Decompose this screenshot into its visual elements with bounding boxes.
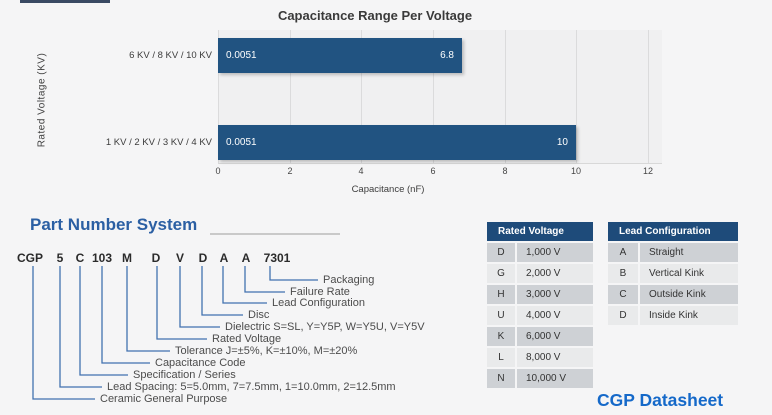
chart-category-label: 6 KV / 8 KV / 10 KV	[129, 50, 212, 61]
pn-field-label: Tolerance J=±5%, K=±10%, M=±20%	[175, 345, 358, 357]
pn-field-label: Specification / Series	[133, 369, 236, 381]
gridline	[290, 30, 291, 163]
table-header: Rated Voltage	[487, 222, 593, 241]
x-tick: 8	[502, 166, 508, 176]
pn-code: D	[198, 251, 208, 265]
gridline	[433, 30, 434, 163]
bar-6kv-8kv-10kv: 0.0051 6.8	[218, 38, 462, 73]
pn-field-label: Lead Spacing: 5=5.0mm, 7=7.5mm, 1=10.0mm…	[107, 381, 396, 393]
pn-code: 103	[91, 251, 113, 265]
chart-plot-area: 0.0051 6.8 0.0051 10	[218, 30, 662, 164]
table-cell: N	[487, 369, 515, 388]
table-cell: Vertical Kink	[640, 264, 738, 283]
table-cell: Straight	[640, 243, 738, 262]
pn-code: A	[219, 251, 229, 265]
bar-1kv-2kv-3kv-4kv: 0.0051 10	[218, 125, 576, 160]
table-cell: G	[487, 264, 515, 283]
pn-field-label: Capacitance Code	[155, 357, 246, 369]
table-cell: A	[608, 243, 638, 262]
bar-min-label: 0.0051	[226, 50, 257, 61]
pn-code: V	[175, 251, 185, 265]
pn-field-label: Failure Rate	[290, 286, 350, 298]
pn-field-label: Disc	[248, 309, 270, 321]
gridline	[361, 30, 362, 163]
table-cell: 6,000 V	[517, 327, 593, 346]
pn-field-label: Rated Voltage	[212, 333, 282, 345]
pn-field-label: Packaging	[323, 274, 375, 286]
x-tick: 2	[287, 166, 293, 176]
pn-code: C	[75, 251, 85, 265]
table-header: Lead Configuration	[608, 222, 738, 241]
x-tick: 12	[642, 166, 653, 176]
table-cell: 2,000 V	[517, 264, 593, 283]
bar-max-label: 6.8	[440, 50, 454, 61]
x-tick: 0	[215, 166, 221, 176]
callout-lines	[32, 266, 318, 400]
lead-configuration-table: Lead Configuration A Straight B Vertical…	[608, 222, 738, 325]
pn-code: 5	[56, 251, 64, 265]
x-tick: 4	[358, 166, 364, 176]
table-cell: Outside Kink	[640, 285, 738, 304]
gridline	[218, 30, 219, 163]
pn-code: A	[241, 251, 251, 265]
table-cell: K	[487, 327, 515, 346]
pn-code: M	[122, 251, 132, 265]
table-cell: D	[487, 243, 515, 262]
pn-code: D	[151, 251, 161, 265]
chart-category-label: 1 KV / 2 KV / 3 KV / 4 KV	[105, 137, 212, 148]
gridline	[505, 30, 506, 163]
pn-field-label: Dielectric S=SL, Y=Y5P, W=Y5U, V=Y5V	[225, 321, 425, 333]
table-cell: L	[487, 348, 515, 367]
table-cell: 4,000 V	[517, 306, 593, 325]
pn-field-label: Ceramic General Purpose	[100, 393, 228, 405]
table-cell: 3,000 V	[517, 285, 593, 304]
table-cell: C	[608, 285, 638, 304]
table-cell: D	[608, 306, 638, 325]
x-tick: 10	[570, 166, 581, 176]
gridline	[648, 30, 649, 163]
cropped-header-bar	[20, 0, 110, 3]
x-tick: 6	[430, 166, 436, 176]
table-cell: H	[487, 285, 515, 304]
cgp-datasheet-link[interactable]: CGP Datasheet	[597, 390, 724, 410]
chart-title: Capacitance Range Per Voltage	[277, 8, 473, 23]
pn-code: CGP	[16, 251, 44, 265]
pn-code: 7301	[263, 251, 291, 265]
heading-rule	[210, 233, 340, 235]
bar-max-label: 10	[556, 137, 568, 148]
chart-x-axis-label: Capacitance (nF)	[351, 184, 425, 195]
table-cell: B	[608, 264, 638, 283]
gridline	[576, 30, 577, 163]
bar-min-label: 0.0051	[226, 137, 257, 148]
table-cell: 8,000 V	[517, 348, 593, 367]
table-cell: 1,000 V	[517, 243, 593, 262]
pn-field-label: Lead Configuration	[272, 297, 365, 309]
section-heading: Part Number System	[30, 215, 198, 234]
chart-y-axis-label: Rated Voltage (KV)	[36, 52, 48, 148]
rated-voltage-table: Rated Voltage D 1,000 V G 2,000 V H 3,00…	[487, 222, 593, 388]
table-cell: U	[487, 306, 515, 325]
table-cell: 10,000 V	[517, 369, 593, 388]
table-cell: Inside Kink	[640, 306, 738, 325]
